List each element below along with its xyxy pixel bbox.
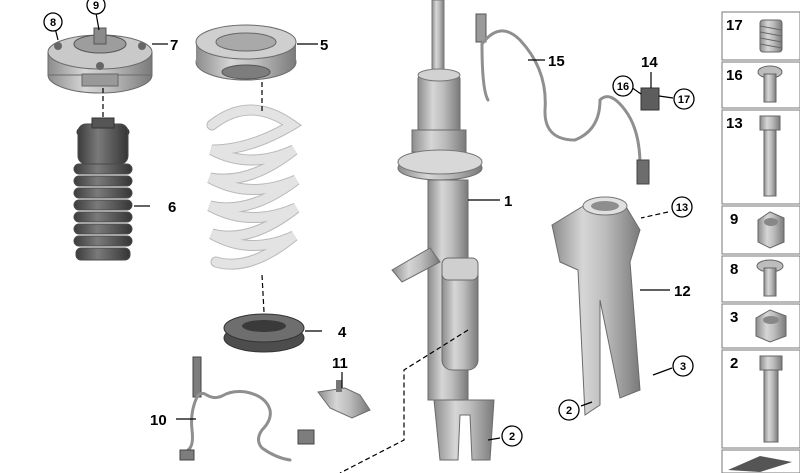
label-6: 6 [168, 199, 176, 216]
bolt-2-icon [759, 355, 783, 443]
dust-boot-part-6 [73, 117, 133, 261]
label-14: 14 [641, 54, 658, 71]
callout-3: 3 [672, 355, 694, 377]
bolt-16-icon [757, 65, 783, 103]
sidebar-label-9: 9 [730, 211, 738, 228]
svg-text:2: 2 [566, 405, 572, 417]
bolt-8-icon [756, 259, 784, 297]
svg-text:8: 8 [50, 17, 56, 29]
callout-17: 17 [673, 88, 695, 110]
sidebar-label-17: 17 [726, 17, 743, 34]
spring-seat-upper-part-5 [195, 24, 297, 81]
bolt-13-icon [759, 115, 781, 197]
sensor-cable-part-15 [475, 13, 650, 185]
wheel-carrier-part-12 [551, 196, 641, 416]
callout-2-strut: 2 [501, 425, 523, 447]
callout-8: 8 [43, 12, 63, 32]
callout-9: 9 [86, 0, 106, 15]
label-12: 12 [674, 283, 691, 300]
svg-text:16: 16 [617, 81, 629, 93]
sensor-part-14 [640, 87, 660, 111]
bracket-part-11 [317, 380, 371, 419]
callout-13: 13 [671, 196, 693, 218]
sidebar-label-13: 13 [726, 115, 743, 132]
sidebar-label-16: 16 [726, 67, 743, 84]
svg-text:13: 13 [676, 202, 688, 214]
svg-text:17: 17 [678, 94, 690, 106]
sidebar-label-3: 3 [730, 309, 738, 326]
coil-spring [206, 104, 303, 270]
nut-9-icon [757, 211, 785, 249]
callout-2-knuckle: 2 [558, 399, 580, 421]
svg-text:9: 9 [93, 0, 99, 12]
sensor-cable-part-10 [179, 356, 315, 462]
sidebar-label-2: 2 [730, 355, 738, 372]
label-11: 11 [332, 355, 348, 372]
arrow-icon [728, 456, 792, 472]
svg-text:2: 2 [509, 431, 515, 443]
label-4: 4 [338, 324, 347, 341]
leader-lines [54, 12, 674, 473]
label-1: 1 [504, 193, 512, 210]
nut-3-icon [755, 309, 787, 343]
thread-insert-icon [759, 19, 783, 53]
svg-text:3: 3 [680, 361, 686, 373]
callout-16: 16 [612, 75, 634, 97]
sidebar-label-8: 8 [730, 261, 738, 278]
label-7: 7 [170, 37, 178, 54]
parts-sidebar: 17 16 13 9 8 3 2 [721, 11, 800, 473]
top-mount-part-7 [47, 27, 153, 94]
strut-part-1 [391, 0, 495, 461]
label-15: 15 [548, 53, 565, 70]
label-10: 10 [150, 412, 167, 429]
label-5: 5 [320, 37, 328, 54]
spring-seat-lower-part-4 [223, 313, 305, 353]
